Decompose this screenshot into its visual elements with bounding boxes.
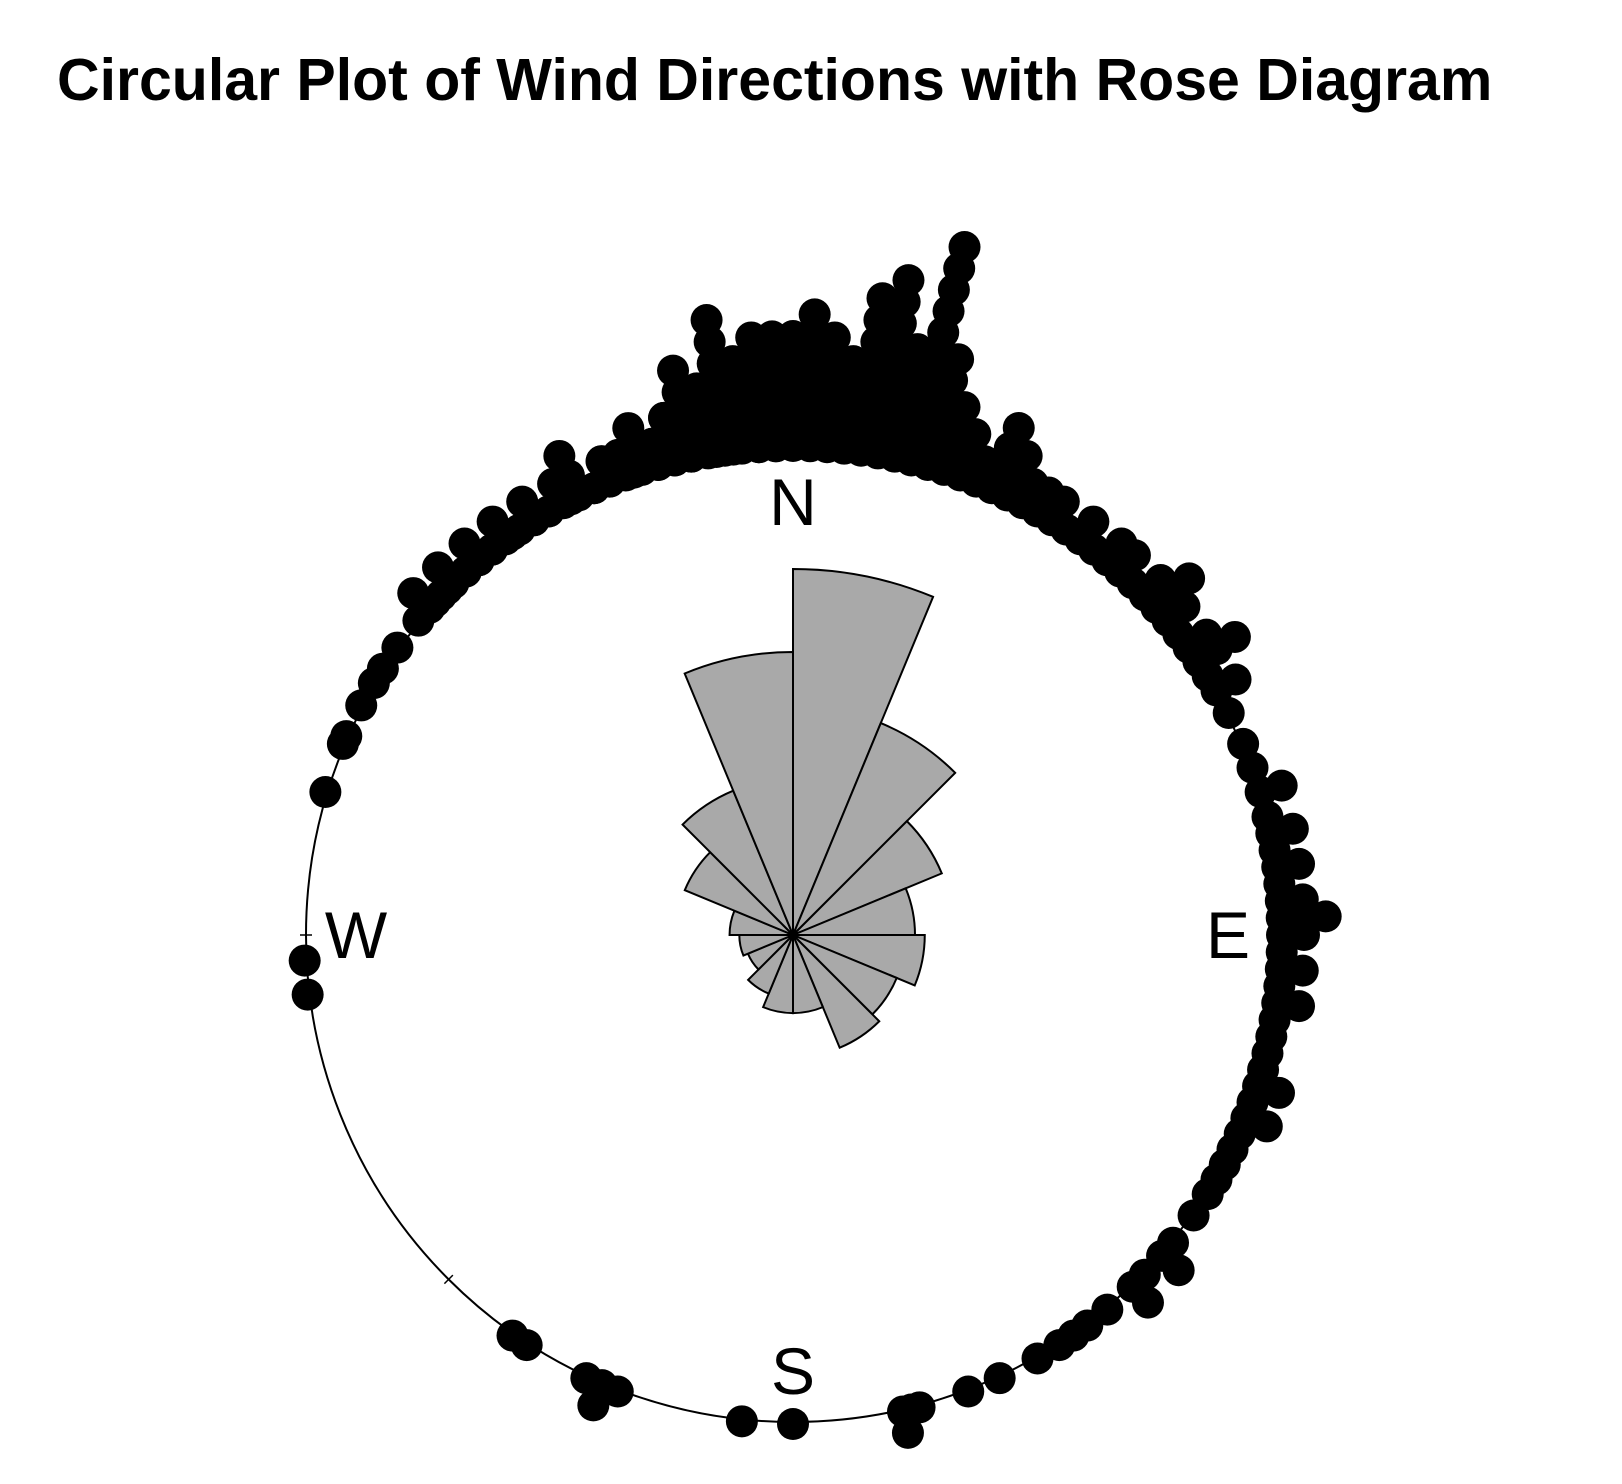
data-point xyxy=(577,1389,610,1422)
data-point xyxy=(381,631,414,664)
data-point xyxy=(1283,847,1316,880)
data-point xyxy=(1010,439,1043,472)
data-point xyxy=(1276,812,1309,845)
data-point xyxy=(496,1319,529,1352)
data-point xyxy=(1131,1286,1164,1319)
data-point xyxy=(570,1362,603,1395)
data-point xyxy=(330,720,363,753)
chart-title: Circular Plot of Wind Directions with Ro… xyxy=(57,47,1493,113)
data-point xyxy=(1219,663,1252,696)
data-point xyxy=(1309,900,1342,933)
compass-label-w: W xyxy=(325,898,388,972)
data-point xyxy=(648,401,681,434)
data-point xyxy=(725,1405,758,1438)
data-point xyxy=(777,1408,809,1440)
data-point xyxy=(1168,590,1201,623)
data-point xyxy=(983,1362,1016,1395)
data-point xyxy=(757,364,790,397)
data-point xyxy=(670,419,703,452)
data-point xyxy=(1286,954,1319,987)
rose-petal xyxy=(683,650,794,936)
data-point xyxy=(1236,751,1269,784)
data-point xyxy=(1118,539,1151,572)
data-point xyxy=(798,298,831,331)
data-point xyxy=(617,456,650,489)
data-point xyxy=(1162,1254,1195,1287)
data-point xyxy=(1077,505,1110,538)
data-point xyxy=(1047,485,1080,518)
data-point xyxy=(892,264,925,297)
data-point xyxy=(959,418,992,451)
compass-label-s: S xyxy=(771,1334,815,1408)
rose-petal xyxy=(792,721,957,936)
data-point xyxy=(612,412,645,445)
data-point xyxy=(309,776,342,809)
data-point xyxy=(1212,696,1245,729)
data-point xyxy=(291,978,324,1011)
compass-label-n: N xyxy=(769,465,817,539)
data-point xyxy=(693,392,726,425)
data-point xyxy=(948,231,981,264)
data-point xyxy=(1283,990,1316,1023)
data-point xyxy=(942,343,975,376)
rose-petal xyxy=(746,934,794,995)
tick-mark xyxy=(443,1274,454,1285)
data-point xyxy=(657,354,690,387)
compass-label-e: E xyxy=(1206,898,1250,972)
data-point xyxy=(585,445,618,478)
rose-petal xyxy=(792,567,935,936)
data-point xyxy=(1002,411,1035,444)
rose-petal xyxy=(792,819,944,936)
data-point xyxy=(948,391,981,424)
data-point xyxy=(952,1375,985,1408)
data-point xyxy=(1262,1076,1295,1109)
data-point xyxy=(288,944,321,977)
data-point xyxy=(690,304,723,337)
data-point xyxy=(1021,1342,1054,1375)
data-point xyxy=(1173,562,1206,595)
data-point xyxy=(1177,1199,1210,1232)
data-point xyxy=(543,439,576,472)
data-point xyxy=(1288,919,1320,951)
rose-petal xyxy=(792,934,881,1050)
stacked-points xyxy=(288,231,1342,1449)
data-point xyxy=(818,321,851,354)
data-point xyxy=(714,411,747,444)
data-point xyxy=(1265,769,1298,802)
data-point xyxy=(1218,620,1251,653)
data-point xyxy=(1250,1110,1283,1143)
data-point xyxy=(736,343,769,376)
data-point xyxy=(891,1416,924,1449)
rose-petals xyxy=(681,567,957,1050)
